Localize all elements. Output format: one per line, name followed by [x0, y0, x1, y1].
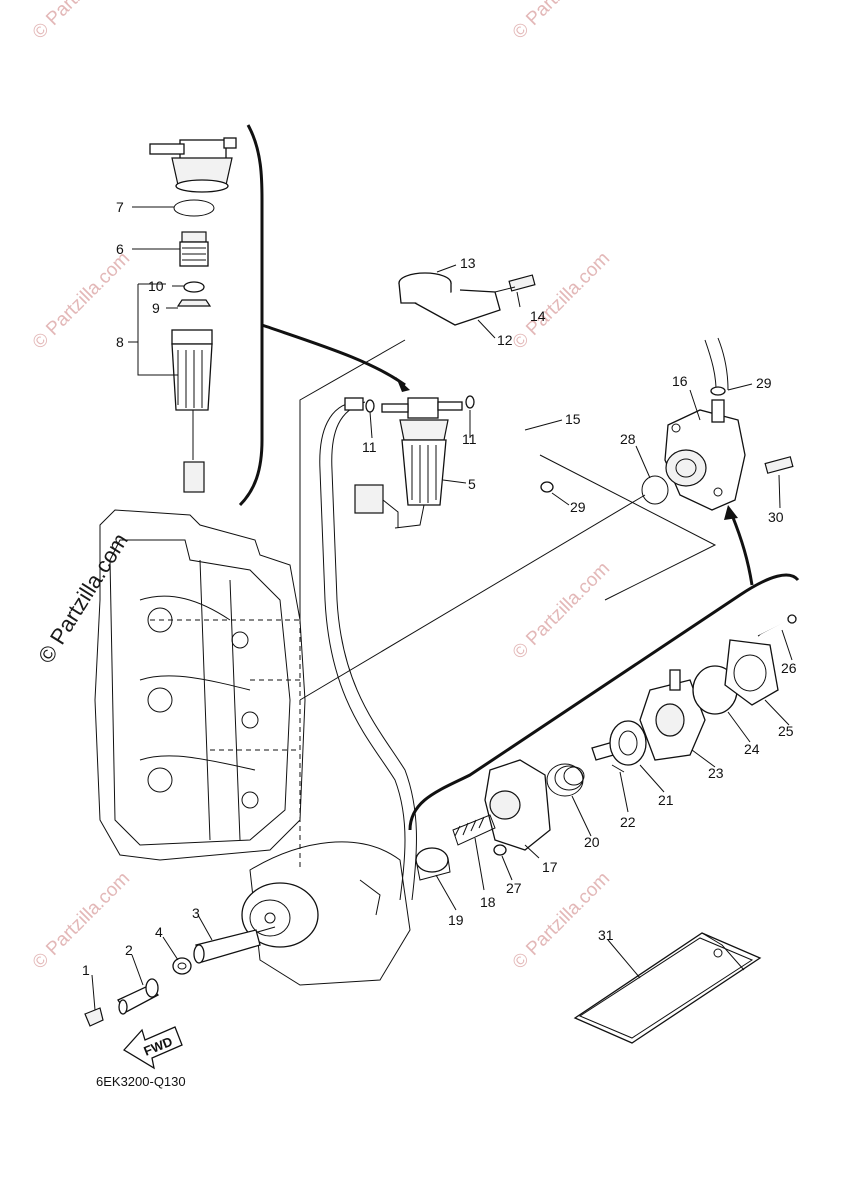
callout-21: 21	[658, 792, 674, 808]
callout-4: 4	[155, 924, 163, 940]
callout-2: 2	[125, 942, 133, 958]
callout-31: 31	[598, 927, 614, 943]
drive-parts	[84, 929, 261, 1027]
watermark: © Partzilla.com	[509, 248, 614, 353]
callout-10: 10	[148, 278, 164, 294]
fuel-pump	[641, 399, 794, 511]
callout-11a: 11	[362, 439, 377, 455]
callout-9: 9	[152, 300, 160, 316]
callout-23: 23	[708, 765, 724, 781]
callout-27: 27	[506, 880, 522, 896]
arrow-head	[724, 505, 738, 520]
arrow-to-filter	[261, 323, 406, 387]
callout-20: 20	[584, 834, 600, 850]
callout-16: 16	[672, 373, 688, 389]
callout-5: 5	[468, 476, 476, 492]
fuel-filter	[354, 397, 463, 529]
callout-13: 13	[460, 255, 476, 271]
callout-29a: 29	[570, 499, 586, 515]
callouts: 1 2 3 4 5 6 7 8 9 10 11 11 12 13 14 15 1…	[82, 199, 797, 978]
callout-24: 24	[744, 741, 760, 757]
arrow-head	[396, 377, 410, 392]
engine-block	[94, 509, 306, 861]
crankcase	[241, 841, 411, 986]
bracket-parts	[398, 272, 536, 326]
callout-29b: 29	[756, 375, 772, 391]
callout-6: 6	[116, 241, 124, 257]
callout-15: 15	[565, 411, 581, 427]
inset-bracket-bottom	[408, 573, 800, 831]
watermark-dark: © Partzilla.com	[33, 529, 133, 668]
pump-exploded	[415, 614, 797, 881]
callout-18: 18	[480, 894, 496, 910]
callout-7: 7	[116, 199, 124, 215]
callout-30: 30	[768, 509, 784, 525]
callout-14: 14	[530, 308, 546, 324]
callout-17: 17	[542, 859, 558, 875]
seal-kit	[573, 932, 762, 1044]
callout-25: 25	[778, 723, 794, 739]
inset-bracket-top	[238, 124, 264, 507]
filter-exploded	[149, 137, 237, 493]
watermark: © Partzilla.com	[509, 558, 614, 663]
diagram-code: 6EK3200-Q130	[96, 1074, 186, 1089]
fwd-arrow: FWD	[122, 1026, 183, 1070]
callout-3: 3	[192, 905, 200, 921]
watermark: © Partzilla.com	[509, 868, 614, 973]
watermark: © Partzilla.com	[29, 868, 134, 973]
watermark: © Partzilla.com	[509, 0, 614, 44]
callout-19: 19	[448, 912, 464, 928]
callout-22: 22	[620, 814, 636, 830]
callout-1: 1	[82, 962, 90, 978]
callout-12: 12	[497, 332, 513, 348]
callout-26: 26	[781, 660, 797, 676]
arrow-to-pump	[730, 514, 754, 586]
callout-8: 8	[116, 334, 124, 350]
watermark: © Partzilla.com	[29, 0, 134, 44]
callout-28: 28	[620, 431, 636, 447]
callout-11b: 11	[462, 431, 477, 447]
